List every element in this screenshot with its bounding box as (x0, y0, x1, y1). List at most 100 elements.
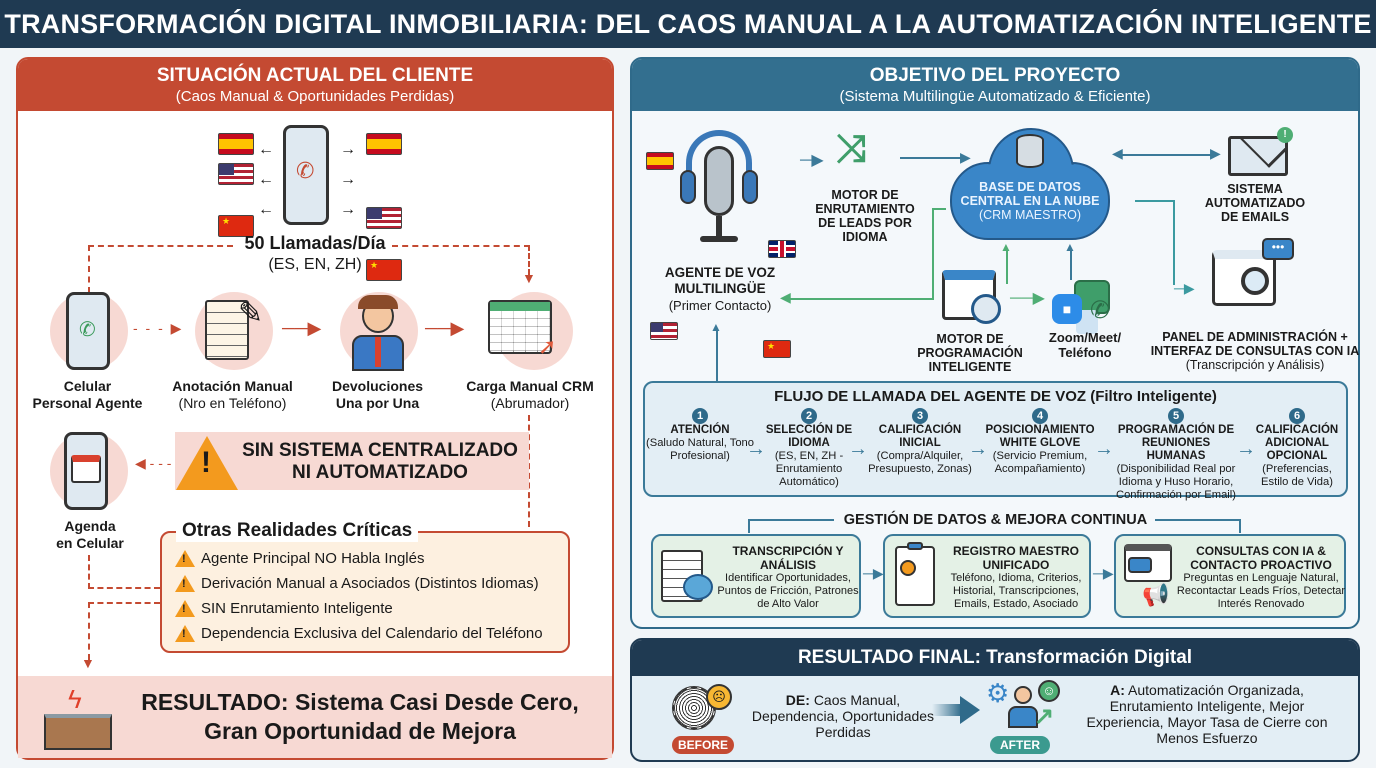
cloud-line: CENTRAL EN LA NUBE (960, 194, 1100, 208)
growth-arrow-icon: ↗ (1034, 703, 1055, 730)
meet-line: Zoom/Meet/ (1048, 330, 1122, 345)
chat-bubble-icon: ••• (1262, 238, 1294, 260)
router-label: MOTOR DE ENRUTAMIENTO DE LEADS POR IDIOM… (810, 188, 920, 244)
flag-cn-icon (218, 215, 254, 237)
step-title: ATENCIÓN (670, 424, 730, 436)
result-banner (18, 676, 612, 758)
dashed-connector (88, 245, 233, 293)
page-title: TRANSFORMACIÓN DIGITAL INMOBILIARIA: DEL… (0, 0, 1376, 48)
warning-icon (175, 550, 195, 567)
step-sub: (Nro en Teléfono) (178, 395, 287, 411)
clipboard-profile-icon (895, 542, 935, 606)
voice-agent-label: AGENTE DE VOZ MULTILINGÜE (Primer Contac… (650, 265, 790, 314)
arrow-right-icon: ──▶ (1010, 290, 1045, 307)
chat-megaphone-icon (1124, 544, 1172, 582)
warning-icon (175, 600, 195, 617)
arrow-up-icon: ▲ (1064, 240, 1076, 254)
router-line: ENRUTAMIENTO (815, 202, 915, 216)
arrow-right-icon: ──▶ (425, 318, 465, 338)
flag-es-icon (366, 133, 402, 155)
project-objective-subtitle: (Sistema Multilingüe Automatizado & Efic… (839, 88, 1151, 105)
project-objective-title: OBJETIVO DEL PROYECTO (869, 65, 1121, 86)
project-objective-header: OBJETIVO DEL PROYECTO (Sistema Multiling… (632, 59, 1358, 111)
after-badge: AFTER (990, 736, 1050, 754)
admin-sub: (Transcripción y Análisis) (1185, 358, 1325, 372)
after-label: A: (1110, 682, 1125, 698)
critical-item: Dependencia Exclusiva del Calendario del… (175, 625, 543, 642)
personal-phone-icon: ✆ (66, 292, 110, 370)
connector-line (716, 330, 718, 382)
critical-item: Agente Principal NO Habla Inglés (175, 550, 424, 567)
meet-label: Zoom/Meet/ Teléfono (1035, 330, 1135, 360)
final-result-title: RESULTADO FINAL: Transformación Digital (632, 640, 1358, 676)
dashed-arrow-left-icon: ◀ - - - (135, 455, 172, 471)
ringing-phone-icon: ✆ (283, 125, 329, 225)
calendar-clock-icon (942, 270, 1001, 324)
admin-line: INTERFAZ DE CONSULTAS CON IA (1150, 344, 1360, 358)
step-sub: (Abrumador) (490, 395, 570, 411)
connector-line (1120, 154, 1215, 156)
dashed-connector (392, 245, 530, 275)
step-title: CALIFICACIÓN ADICIONAL OPCIONAL (1255, 424, 1339, 462)
warning-line: SIN SISTEMA CENTRALIZADO (242, 440, 518, 461)
after-text: A: Automatización Organizada, Enrutamien… (1076, 682, 1338, 746)
scheduler-line: PROGRAMACIÓN (917, 346, 1023, 360)
meet-line: Teléfono (1058, 345, 1112, 360)
critical-item-text: Derivación Manual a Asociados (Distintos… (201, 575, 539, 592)
connector-line (748, 519, 834, 533)
flag-us-icon (218, 163, 254, 185)
headphones-mic-icon (680, 130, 758, 255)
step-title: POSICIONAMIENTO WHITE GLOVE (985, 424, 1095, 449)
current-situation-title: SITUACIÓN ACTUAL DEL CLIENTE (156, 65, 474, 86)
step-desc: (Compra/Alquiler, Presupuesto, Zonas) (868, 450, 972, 475)
scheduler-line: INTELIGENTE (928, 360, 1012, 374)
dashed-arrow-icon: - - - ▶ (133, 320, 184, 336)
agenda-line: Agenda (64, 518, 116, 534)
arrow-down-icon: ▼ (81, 655, 95, 671)
arrow-right-icon: ──▶ (282, 318, 322, 338)
arrow-down-icon: ▼ (522, 270, 536, 286)
arrows-right-icon: →→→ (340, 141, 356, 218)
voice-agent-line: AGENTE DE VOZ (664, 265, 776, 280)
agenda-line: en Celular (56, 535, 124, 551)
step-title: Celular (63, 378, 112, 394)
dashed-connector (88, 555, 160, 589)
calls-languages: (ES, EN, ZH) (268, 256, 362, 273)
arrow-left-icon: ◀ (1112, 145, 1123, 161)
step-number: 4 (1032, 408, 1048, 424)
magnifier-icon (1241, 267, 1269, 295)
cloud-database: BASE DE DATOS CENTRAL EN LA NUBE (CRM MA… (950, 120, 1110, 242)
email-label: SISTEMA AUTOMATIZADO DE EMAILS (1195, 182, 1315, 224)
router-line: IDIOMA (842, 230, 888, 244)
flag-es-icon (646, 152, 674, 170)
arrow-left-icon: ◀ (780, 289, 791, 305)
cursor-icon: ➚ (538, 334, 557, 359)
flag-uk-icon (768, 240, 796, 258)
step-desc: (ES, EN, ZH - Enrutamiento Automático) (774, 450, 844, 488)
arrow-right-icon: ─▶ (800, 152, 824, 169)
admin-panel-label: PANEL DE ADMINISTRACIÓN + INTERFAZ DE CO… (1140, 330, 1370, 372)
dashed-connector (528, 415, 530, 527)
email-icon (1228, 136, 1288, 176)
result-line: RESULTADO: Sistema Casi Desde Cero, (141, 689, 579, 715)
arrows-left-icon: ←←← (258, 141, 274, 218)
critical-item-text: Dependencia Exclusiva del Calendario del… (201, 625, 543, 642)
step-desc: (Saludo Natural, Tono Profesional) (646, 437, 755, 462)
voice-agent-sub: (Primer Contacto) (668, 298, 772, 313)
arrow-right-icon: ─▶ (1174, 280, 1195, 296)
scheduler-line: MOTOR DE (936, 332, 1004, 346)
warning-icon (175, 625, 195, 642)
broken-ground-icon (44, 714, 112, 750)
call-flow-title: FLUJO DE LLAMADA DEL AGENTE DE VOZ (Filt… (774, 388, 1217, 405)
result-text: RESULTADO: Sistema Casi Desde Cero,Gran … (120, 688, 600, 746)
step-title: CALIFICACIÓN INICIAL (878, 424, 962, 449)
data-management-title: GESTIÓN DE DATOS & MEJORA CONTINUA (843, 512, 1148, 528)
arrow-up-icon: ▲ (710, 320, 722, 334)
phone-call-icon: ✆ (296, 158, 315, 183)
